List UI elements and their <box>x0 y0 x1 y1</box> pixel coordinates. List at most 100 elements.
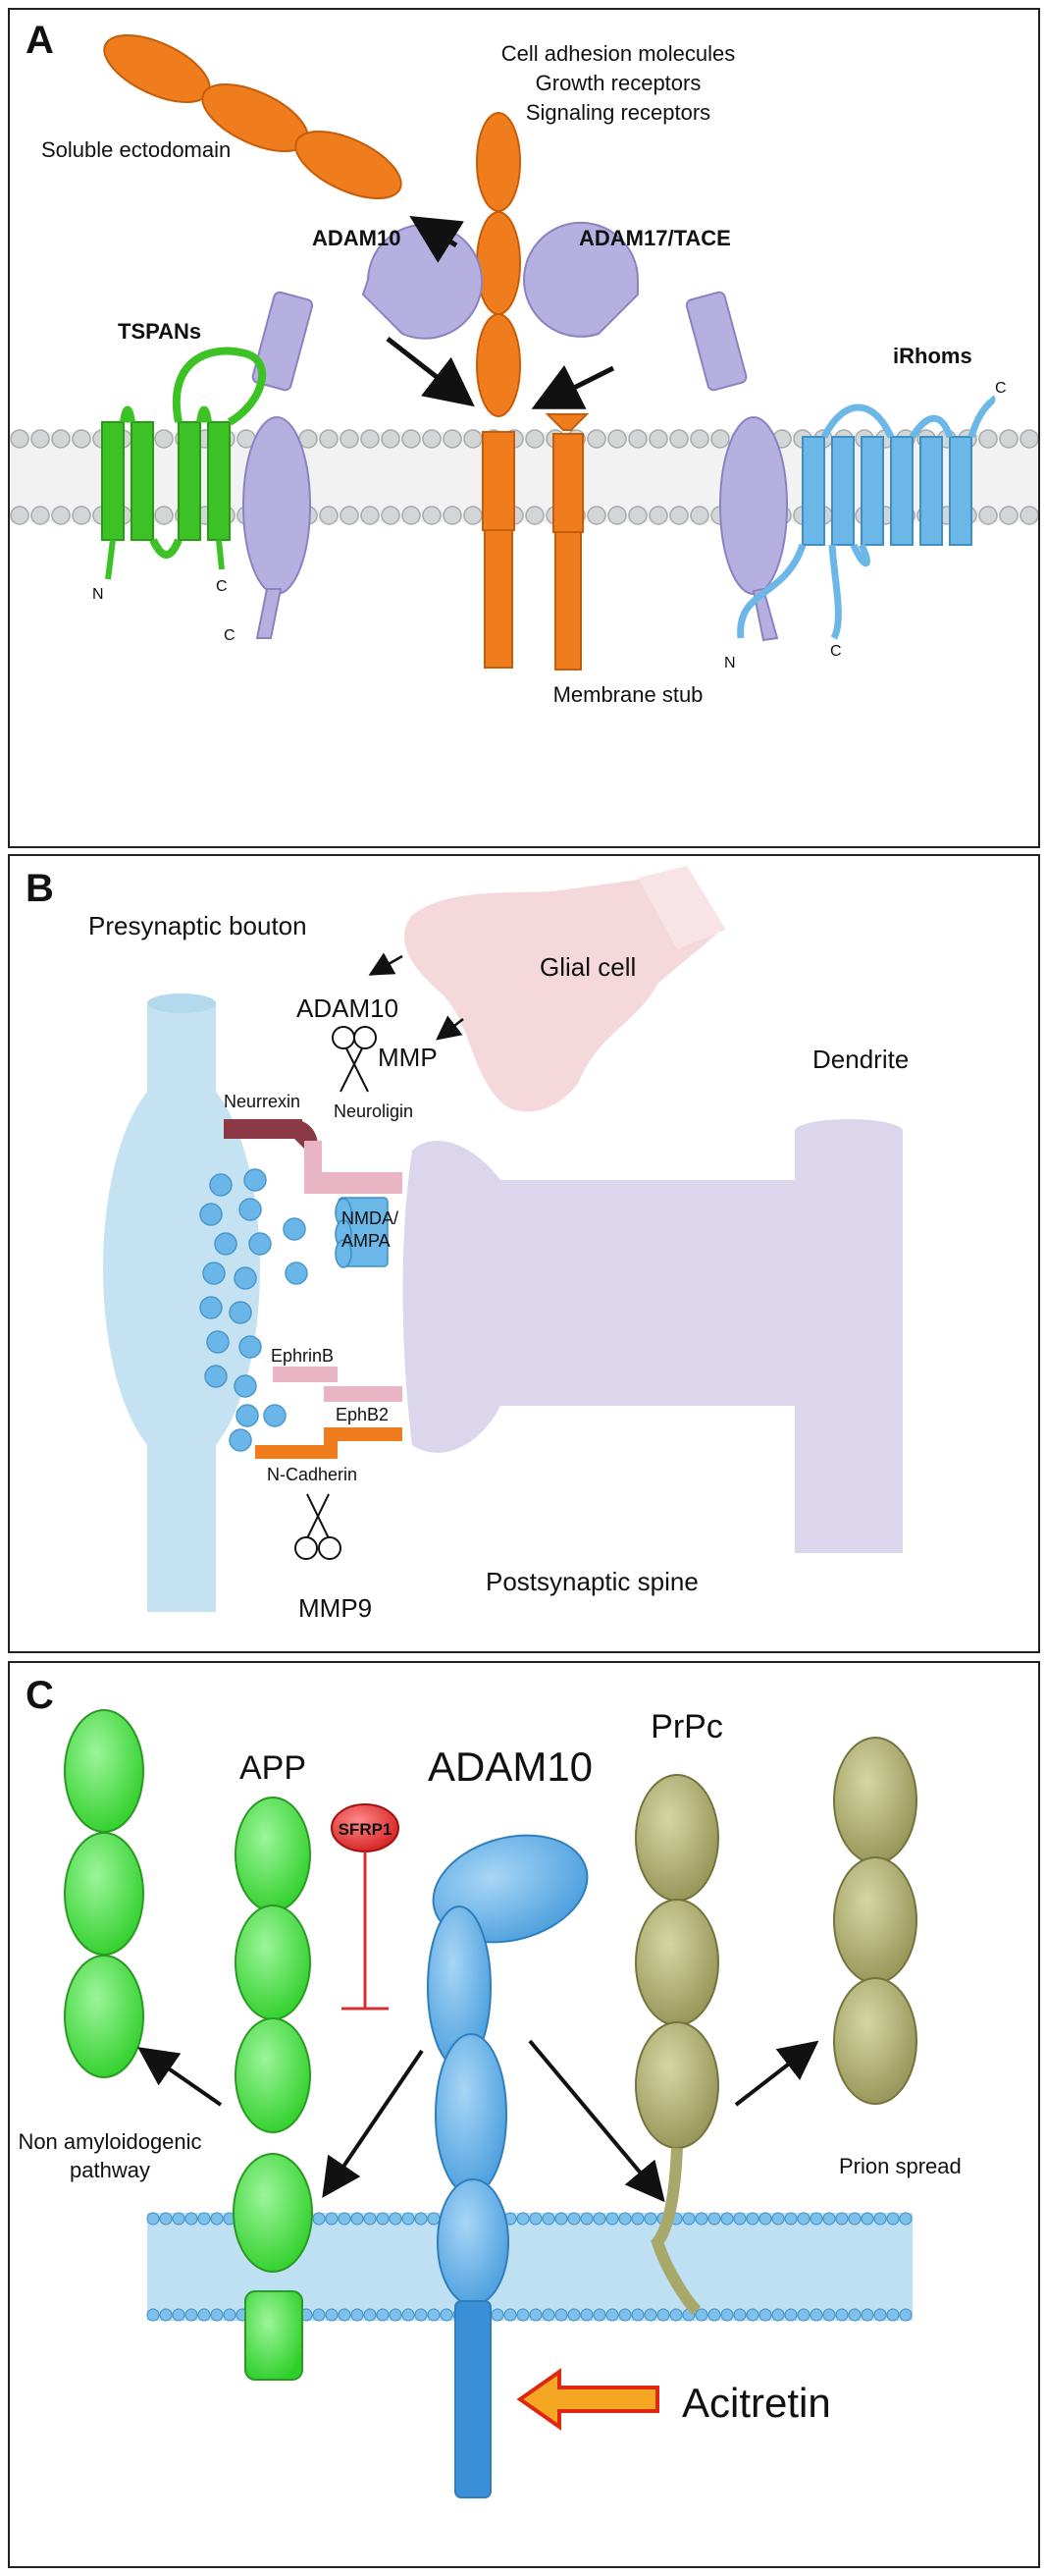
synaptic-vesicle <box>235 1404 259 1427</box>
membrane-stub-label: Membrane stub <box>553 682 704 707</box>
n-cadherin <box>255 1427 402 1459</box>
lipid-head <box>197 2308 211 2322</box>
lipid-head <box>835 2212 849 2226</box>
lipid-head <box>695 2212 708 2226</box>
lipid-head <box>899 2308 913 2322</box>
adam10-label-c: ADAM10 <box>428 1744 593 1790</box>
lipid-head <box>381 429 400 449</box>
lipid-head <box>72 506 91 525</box>
prpc-fragment <box>833 1737 917 2105</box>
lipid-head <box>10 429 29 449</box>
sfrp1-label: SFRP1 <box>339 1820 392 1839</box>
lipid-head <box>607 429 627 449</box>
lipid-head <box>733 2212 747 2226</box>
lipid-head <box>607 506 627 525</box>
lipid-head <box>733 2308 747 2322</box>
lipid-head <box>899 2212 913 2226</box>
substrate-full <box>476 112 521 669</box>
lipid-head <box>443 506 462 525</box>
arrow-to-mmp <box>436 1015 464 1041</box>
adam10-protein <box>242 223 483 639</box>
lipid-head <box>554 2212 568 2226</box>
synaptic-vesicle <box>234 1374 257 1398</box>
adam10-label-b: ADAM10 <box>296 993 398 1023</box>
lipid-head <box>525 429 545 449</box>
arrow-adam17-cleave <box>531 364 615 409</box>
panel-c-diagram: C Non amyloidogenic pathway APP SFRP1 AD… <box>18 1674 962 2498</box>
ephrinb-bar <box>273 1367 338 1382</box>
vesicle-group <box>199 1168 308 1452</box>
lipid-head <box>542 2308 555 2322</box>
lipid-head <box>567 2308 581 2322</box>
lipid-head <box>810 2212 823 2226</box>
lipid-head <box>746 2212 759 2226</box>
lipid-head <box>463 506 483 525</box>
tspans-label: TSPANs <box>118 319 201 344</box>
lipid-head <box>51 429 71 449</box>
ncadherin-label: N-Cadherin <box>267 1465 357 1484</box>
lipid-head <box>784 2308 798 2322</box>
tspan-c-terminus: C <box>216 578 228 595</box>
acitretin-arrow-icon <box>516 2368 659 2431</box>
synaptic-vesicle <box>206 1330 230 1354</box>
arrow-app-release <box>137 2047 223 2107</box>
lipid-head <box>822 2212 836 2226</box>
lipid-head <box>695 2308 708 2322</box>
lipid-head <box>340 506 359 525</box>
lipid-head <box>350 2212 364 2226</box>
adam10-c-terminus: C <box>224 627 235 644</box>
lipid-head <box>873 2308 887 2322</box>
lipid-head <box>848 2212 862 2226</box>
lipid-head <box>682 2212 696 2226</box>
lipid-head <box>325 2308 339 2322</box>
neurexin-label: Neurrexin <box>224 1092 300 1111</box>
lipid-head <box>886 2212 900 2226</box>
lipid-head <box>669 2308 683 2322</box>
lipid-head <box>978 429 998 449</box>
lipid-head <box>172 2212 185 2226</box>
dendrite-label: Dendrite <box>812 1045 909 1074</box>
lipid-head <box>146 2308 160 2322</box>
lipid-head <box>30 429 50 449</box>
lipid-head <box>154 506 174 525</box>
lipid-head <box>587 429 606 449</box>
lipid-head <box>669 506 689 525</box>
lipid-head <box>644 2308 657 2322</box>
lipid-head <box>649 506 668 525</box>
lipid-head <box>631 2212 645 2226</box>
lipid-head <box>797 2212 811 2226</box>
prpc-anchor <box>651 2147 702 2316</box>
lipid-head <box>690 429 709 449</box>
lipid-head <box>51 506 71 525</box>
synaptic-vesicle <box>283 1217 306 1241</box>
lipid-head <box>319 429 339 449</box>
lipid-head <box>414 2212 428 2226</box>
synaptic-vesicle <box>238 1198 262 1221</box>
lipid-head <box>401 429 421 449</box>
lipid-head <box>649 429 668 449</box>
lipid-head <box>159 2308 173 2322</box>
panel-a-diagram: A Soluble ectodomain Cell adhesion molec… <box>10 19 1038 707</box>
synaptic-vesicle <box>238 1335 262 1359</box>
synaptic-vesicle <box>199 1203 223 1226</box>
lipid-head <box>593 2308 606 2322</box>
app-fragment <box>64 1709 144 2078</box>
synaptic-vesicle <box>214 1232 237 1256</box>
ephb2-bar <box>324 1386 402 1402</box>
lipid-head <box>690 506 709 525</box>
irhoms-label: iRhoms <box>893 344 972 368</box>
lipid-head <box>319 506 339 525</box>
lipid-head <box>631 2308 645 2322</box>
lipid-head <box>184 2308 198 2322</box>
tspan-n-terminus: N <box>92 586 104 603</box>
lipid-head <box>644 2212 657 2226</box>
synaptic-vesicle <box>248 1232 272 1256</box>
lipid-head <box>363 2212 377 2226</box>
lipid-head <box>861 2212 874 2226</box>
panel-b: B Presynaptic bouton Glial cell Dendrite… <box>8 854 1040 1653</box>
lipid-head <box>886 2308 900 2322</box>
substrate-stub <box>545 413 590 671</box>
lipid-head <box>567 2212 581 2226</box>
lipid-head <box>363 2308 377 2322</box>
lipid-head <box>525 506 545 525</box>
